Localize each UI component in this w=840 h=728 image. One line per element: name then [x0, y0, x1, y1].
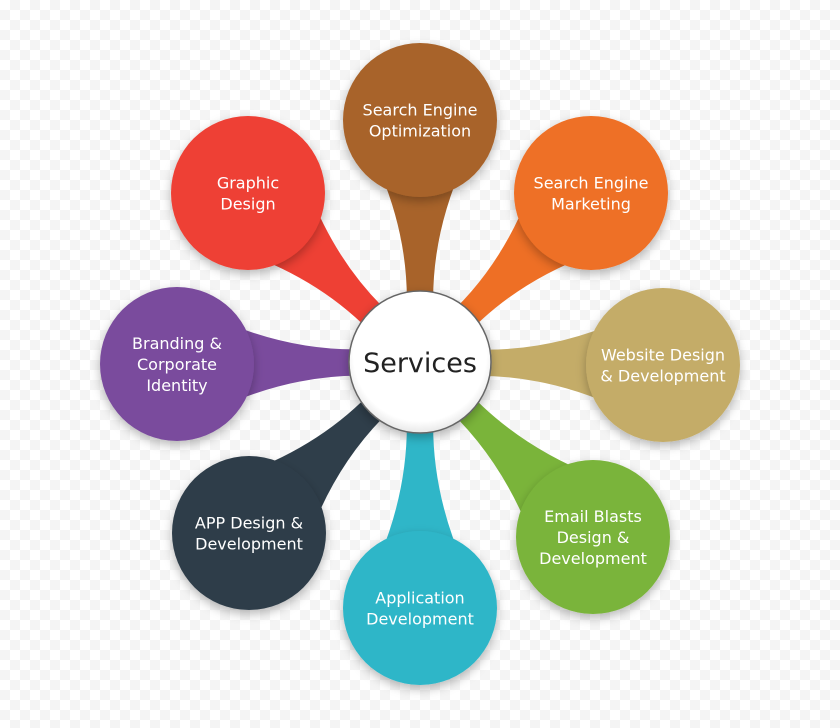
- graphic-label-line: Graphic: [217, 174, 279, 193]
- brand-label-line: Identity: [146, 376, 207, 395]
- app-label-line: Development: [366, 610, 474, 629]
- sem-label-line: Search Engine: [534, 174, 649, 193]
- email-label-line: Development: [539, 549, 647, 568]
- seo-connector: [376, 162, 464, 322]
- seo-label-line: Search Engine: [363, 101, 478, 120]
- brand-bubble: [100, 287, 254, 441]
- appdesign-bubble: [172, 456, 326, 610]
- seo-label-line: Optimization: [369, 122, 471, 141]
- brand-connector: [218, 319, 381, 408]
- appdesign-label-line: Development: [195, 535, 303, 554]
- graphic-bubble: [171, 116, 325, 270]
- seo-bubble: [343, 43, 497, 197]
- web-label-line: & Development: [600, 367, 725, 386]
- appdesign-label-line: APP Design &: [195, 514, 303, 533]
- email-label-line: Email Blasts: [544, 507, 642, 526]
- web-connector: [459, 320, 622, 409]
- email-bubble: [516, 460, 670, 614]
- hub-group: Services: [348, 290, 492, 434]
- sem-label-line: Marketing: [551, 195, 631, 214]
- brand-label-line: Corporate: [137, 355, 217, 374]
- hub-label: Services: [363, 348, 477, 379]
- app-label-line: Application: [375, 589, 464, 608]
- website-design-node: Website Design & Development: [586, 288, 740, 442]
- email-label-line: Design &: [557, 528, 630, 547]
- web-bubble: [586, 288, 740, 442]
- app-bubble: [343, 531, 497, 685]
- sem-bubble: [514, 116, 668, 270]
- web-label-line: Website Design: [601, 346, 725, 365]
- hub-circle: [348, 290, 492, 434]
- app-connector: [376, 402, 464, 566]
- graphic-label-line: Design: [220, 195, 275, 214]
- app-design-node: APP Design & Development: [172, 456, 326, 610]
- brand-label-line: Branding &: [132, 334, 222, 353]
